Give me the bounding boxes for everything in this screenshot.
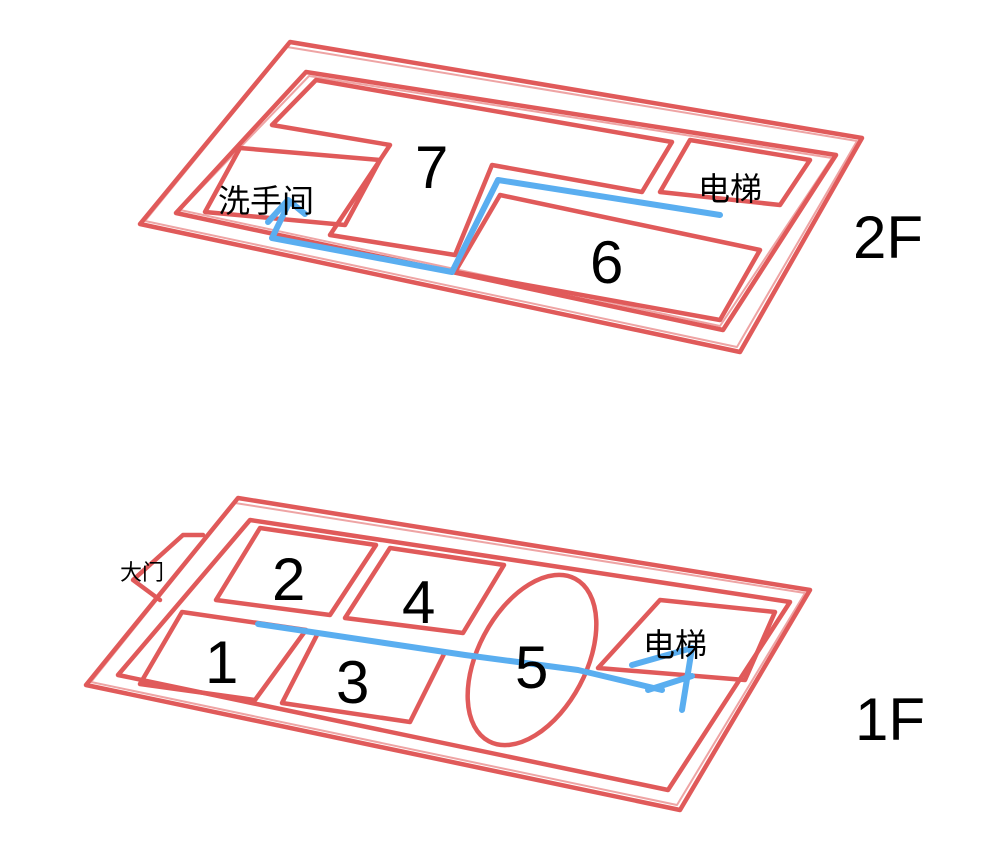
entrance-tab: [130, 532, 206, 603]
floor-2f-outer-wall-sketch: [144, 46, 858, 348]
room-6-wall: [452, 192, 763, 323]
floor-2f: 7 6 洗手间 电梯 2F: [137, 39, 923, 355]
route-1f-arrowhead: [645, 673, 695, 693]
route-1f-arrow-stem: [629, 645, 695, 713]
floor-1f: 2 4 1 3 5 电梯 大门 1F: [83, 495, 925, 813]
floor-2f-outer-wall: [137, 39, 865, 355]
floor-1f-inner-wall: [115, 517, 793, 793]
floor-1f-outer-wall-sketch: [90, 502, 806, 806]
floor-2f-inner-wall-sketch: [179, 75, 833, 327]
room-7-wall: [269, 77, 675, 258]
room-4-wall: [342, 545, 507, 636]
room-label-2: 2: [272, 546, 305, 613]
elevator-1f-wall: [595, 597, 778, 683]
room-label-3: 3: [336, 649, 369, 716]
route-2f: [269, 177, 723, 275]
room-5-wall: [465, 572, 599, 748]
floor-1f-outer-wall: [83, 495, 813, 813]
restroom-label: 洗手间: [218, 182, 314, 220]
floor-label-1f: 1F: [855, 686, 925, 753]
elevator-2f-wall: [657, 137, 813, 208]
entrance-label: 大门: [120, 561, 164, 586]
elevator-label-2f: 电梯: [698, 170, 762, 208]
floor-label-2f: 2F: [853, 204, 923, 271]
room-label-4: 4: [402, 569, 435, 636]
restroom-wall: [202, 145, 383, 228]
room-label-7: 7: [415, 134, 448, 201]
floor-2f-inner-wall: [173, 69, 839, 333]
room-label-6: 6: [590, 229, 623, 296]
room-2-wall: [213, 525, 379, 618]
room-label-1: 1: [205, 629, 238, 696]
route-1f: [255, 621, 665, 693]
room-label-5: 5: [515, 634, 548, 701]
route-2f-arrowhead: [265, 197, 308, 225]
elevator-label-1f: 电梯: [643, 626, 707, 664]
